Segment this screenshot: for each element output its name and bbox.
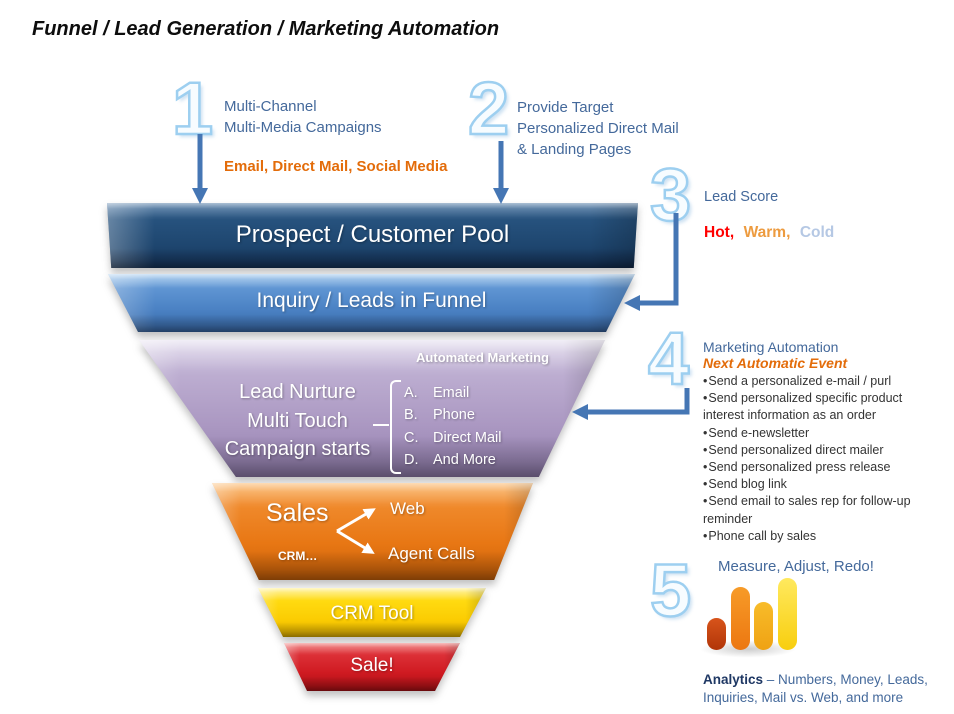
step-4-bullet-list: Send a personalized e-mail / purl Send p… (703, 373, 943, 545)
lead-nurture-line: Multi Touch (247, 409, 348, 432)
bar-chart-bar (731, 587, 750, 650)
list-item-letter: D. (404, 452, 419, 469)
sales-branch-agent-calls: Agent Calls (388, 544, 475, 563)
analytics-label: Analytics (703, 672, 764, 687)
list-item: C. Direct Mail (404, 427, 501, 449)
list-item: D. And More (404, 449, 501, 471)
score-hot: Hot, (704, 224, 735, 241)
step-1-highlight: Email, Direct Mail, Social Media (224, 158, 448, 175)
funnel-layer-lead-nurture (139, 340, 605, 477)
step-1-line: Multi-Channel (224, 98, 317, 115)
step-4-number: 4 (647, 317, 691, 400)
sale-label: Sale! (350, 655, 394, 676)
step-2-number: 2 (467, 67, 511, 150)
step-2-line: Provide Target (517, 99, 614, 116)
list-item-letter: B. (404, 407, 418, 424)
funnel-layer-sales (212, 483, 533, 580)
score-warm: Warm, (743, 224, 791, 241)
crm-tool-label: CRM Tool (330, 603, 414, 624)
automated-marketing-title: Automated Marketing (416, 350, 549, 365)
step-4-title: Marketing Automation (703, 339, 839, 355)
sales-label: Sales (266, 499, 329, 527)
step-5-number: 5 (649, 549, 693, 632)
step-3-number: 3 (649, 153, 693, 236)
page-title: Funnel / Lead Generation / Marketing Aut… (32, 18, 500, 40)
list-bracket-icon (390, 380, 401, 474)
bar-chart-icon (707, 575, 807, 650)
step-3-title: Lead Score (704, 189, 779, 205)
inquiry-label: Inquiry / Leads in Funnel (256, 289, 487, 312)
funnel-layer-crm-tool (258, 588, 486, 637)
list-item: B. Phone (404, 404, 501, 426)
analytics-caption: Analytics – Numbers, Money, Leads, Inqui… (703, 671, 943, 706)
lead-nurture-line: Campaign starts (224, 438, 371, 460)
analytics-text: – Numbers, Money, Leads, Inquiries, Mail… (703, 672, 928, 705)
bracket-dash (373, 424, 389, 426)
list-item-text: Phone (433, 407, 475, 424)
bullet-item: Send personalized direct mailer (703, 442, 943, 459)
list-item-letter: C. (404, 429, 419, 446)
step-5-title: Measure, Adjust, Redo! (718, 558, 874, 575)
lead-score-values: Hot, Warm, Cold (704, 224, 834, 242)
step-1-text: Multi-Channel Multi-Media Campaigns (224, 96, 382, 138)
step-2-line: Personalized Direct Mail (517, 120, 679, 137)
list-item-letter: A. (404, 385, 418, 401)
bar-chart-bar (778, 578, 797, 650)
list-item-text: And More (433, 452, 496, 469)
step-2-text: Provide Target Personalized Direct Mail … (517, 97, 679, 160)
step-1-number: 1 (171, 67, 215, 150)
bar-chart-bar (707, 618, 726, 650)
bullet-item: Send personalized specific product inter… (703, 390, 943, 424)
automated-marketing-list: A. Email B. Phone C. Direct Mail D. And More (404, 382, 501, 472)
list-item-text: Direct Mail (433, 429, 502, 446)
bullet-item: Send blog link (703, 476, 943, 493)
sales-branch-web: Web (390, 499, 425, 518)
funnel-layer-prospect-pool (107, 203, 638, 268)
step-2-line: & Landing Pages (517, 141, 632, 158)
step-1-line: Multi-Media Campaigns (224, 119, 382, 136)
funnel-layer-sale (284, 643, 460, 691)
list-item-text: Email (433, 385, 470, 401)
prospect-pool-label: Prospect / Customer Pool (235, 221, 510, 248)
step-4-subtitle: Next Automatic Event (703, 355, 848, 371)
bullet-item: Send personalized press release (703, 459, 943, 476)
list-item: A. Email (404, 382, 501, 404)
crm-sub-label: CRM… (278, 549, 318, 563)
score-cold: Cold (799, 224, 835, 241)
bullet-item: Phone call by sales (703, 528, 943, 545)
lead-nurture-label: Lead Nurture Multi Touch Campaign starts (205, 378, 390, 464)
bullet-item: Send email to sales rep for follow-up re… (703, 493, 943, 527)
lead-nurture-line: Lead Nurture (239, 381, 356, 403)
bullet-item: Send e-newsletter (703, 425, 943, 442)
funnel-layer-inquiry (108, 274, 635, 332)
bullet-item: Send a personalized e-mail / purl (703, 373, 943, 390)
bar-chart-bar (754, 602, 773, 650)
